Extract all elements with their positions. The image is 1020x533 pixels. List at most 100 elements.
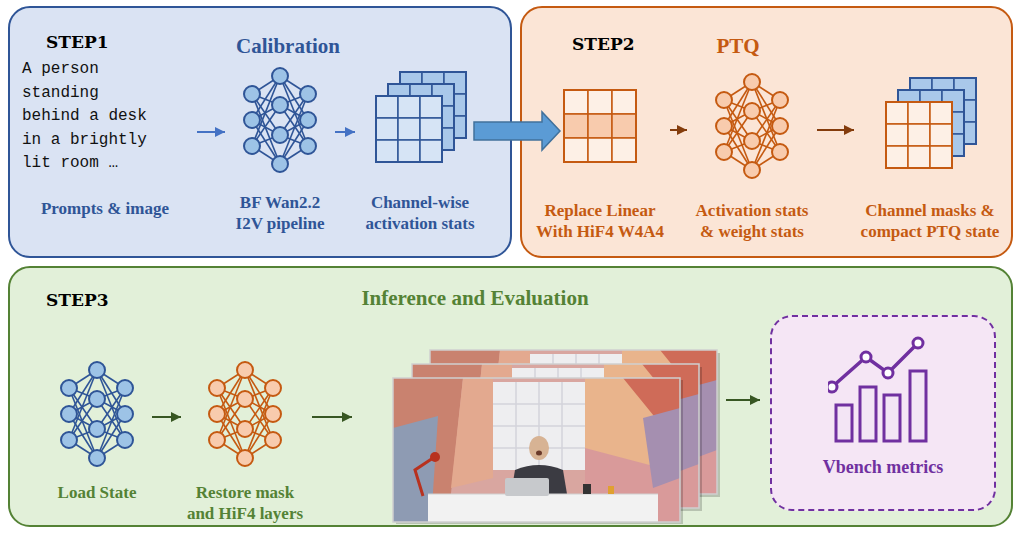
grid-outline <box>376 96 442 162</box>
grid-cell <box>930 124 952 146</box>
step-title: Calibration <box>236 34 340 58</box>
network-neuron <box>61 380 77 396</box>
grid-cell <box>908 102 930 124</box>
network-neuron <box>61 406 77 422</box>
block-arrow <box>474 112 560 150</box>
heading-slot: Inference and Evaluation <box>361 286 588 310</box>
quantized-model: Activation stats & weight stats <box>690 70 814 242</box>
network-neuron <box>265 432 281 448</box>
grid-cell <box>398 118 420 140</box>
network-neuron <box>117 380 133 396</box>
heading-slot: STEP2 <box>572 34 635 54</box>
grid-cell <box>588 90 612 114</box>
network-neuron <box>744 74 760 90</box>
network-neuron <box>117 406 133 422</box>
step-number: STEP2 <box>572 34 635 54</box>
illustration-part <box>393 378 680 522</box>
heading-slot: PTQ <box>716 34 759 58</box>
step-title: Inference and Evaluation <box>361 286 588 310</box>
chart-icon <box>828 335 938 445</box>
network-neuron <box>744 162 760 178</box>
grid-cell <box>930 146 952 168</box>
network-neuron <box>272 156 288 172</box>
network-neuron <box>89 421 105 437</box>
network-icon <box>238 64 322 176</box>
ptq-state: Channel masks & compact PTQ state <box>857 70 1003 242</box>
grid-cell <box>420 118 442 140</box>
prompt-text: A person standing behind a desk in a bri… <box>22 58 158 176</box>
step-panel: STEP2 PTQ Replace Linear With HiF4 W4A4Act… <box>520 6 1013 258</box>
network-neuron <box>209 406 225 422</box>
network-neuron <box>209 432 225 448</box>
quantized-layer: Replace Linear With HiF4 W4A4 <box>533 70 667 242</box>
grid-cell <box>564 114 588 138</box>
network-neuron <box>744 103 760 119</box>
flow-arrow <box>817 129 854 131</box>
stack-icon <box>880 70 980 182</box>
network-neuron <box>237 421 253 437</box>
chart-bar <box>910 371 926 441</box>
network-neuron <box>716 92 732 108</box>
restore-layers: Restore mask and HiF4 layers <box>184 358 306 524</box>
node-label: Restore mask and HiF4 layers <box>184 482 306 524</box>
network-neuron <box>272 97 288 113</box>
chart-bar <box>884 395 900 441</box>
video-frame <box>393 378 683 524</box>
network-neuron <box>244 138 260 154</box>
heading-slot: STEP1 <box>46 32 109 52</box>
step-number: STEP1 <box>46 32 109 52</box>
grid-cell <box>886 146 908 168</box>
step-panel: STEP1 Calibration A person standing behind… <box>8 6 512 258</box>
grid-cell <box>398 96 420 118</box>
node-label: Channel-wise activation stats <box>358 192 482 234</box>
network-neuron <box>772 118 788 134</box>
heading-slot: STEP3 <box>46 290 109 310</box>
metrics-box: Vbench metrics <box>770 315 996 511</box>
chart-point <box>828 382 837 392</box>
grid-cell <box>612 138 636 162</box>
node-label: Vbench metrics <box>815 457 951 478</box>
network-neuron <box>716 144 732 160</box>
network-neuron <box>237 362 253 378</box>
grid-icon <box>550 70 650 182</box>
network-icon <box>203 358 287 470</box>
network-neuron <box>265 406 281 422</box>
stack-icon <box>370 64 470 176</box>
grid-cell <box>398 140 420 162</box>
node-label: Activation stats & weight stats <box>690 200 814 242</box>
grid-outline <box>564 90 636 162</box>
network-neuron <box>89 391 105 407</box>
network-neuron <box>272 127 288 143</box>
network-neuron <box>117 432 133 448</box>
step-number: STEP3 <box>46 290 109 310</box>
grid-cell <box>588 138 612 162</box>
grid-cell <box>420 96 442 118</box>
network-neuron <box>772 92 788 108</box>
grid-cell <box>612 90 636 114</box>
chart-point <box>883 368 893 378</box>
network-neuron <box>244 86 260 102</box>
step-title: PTQ <box>716 34 759 58</box>
flow-arrow <box>152 416 181 418</box>
node-label: Prompts & image <box>16 198 194 219</box>
network-neuron <box>61 432 77 448</box>
network-neuron <box>300 86 316 102</box>
network-neuron <box>89 450 105 466</box>
network-icon <box>710 70 794 182</box>
chart-bar <box>860 387 876 441</box>
chart-bar <box>836 405 852 441</box>
grid-outline <box>886 102 952 168</box>
model-pipeline: BF Wan2.2 I2V pipeline <box>228 64 332 234</box>
grid-cell <box>376 118 398 140</box>
grid-cell <box>908 146 930 168</box>
network-icon <box>55 358 139 470</box>
network-neuron <box>272 68 288 84</box>
flow-arrow <box>312 416 352 418</box>
network-neuron <box>265 380 281 396</box>
illustration-part <box>393 378 680 522</box>
node-label: Load State <box>45 482 149 503</box>
grid-cell <box>930 102 952 124</box>
network-neuron <box>209 380 225 396</box>
